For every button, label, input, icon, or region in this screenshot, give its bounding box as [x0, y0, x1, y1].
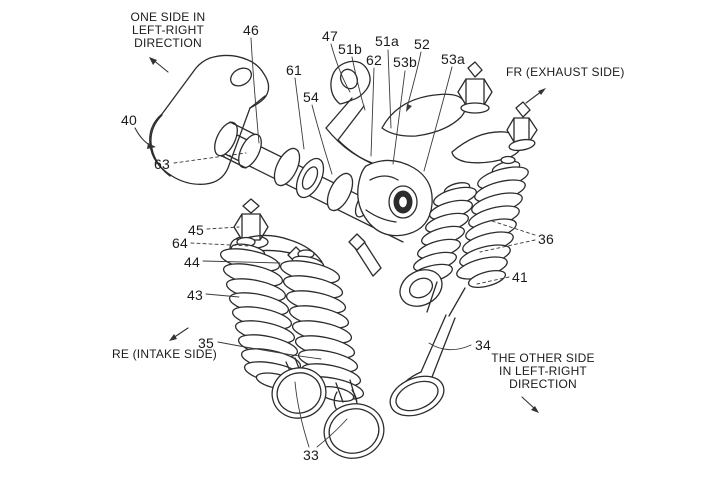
label-line: RE (INTAKE SIDE)	[112, 347, 217, 361]
leader-lines	[173, 37, 536, 448]
ref-number-62: 62	[366, 52, 382, 68]
ref-number-63: 63	[154, 156, 170, 172]
label-other-side-direction: THE OTHER SIDE IN LEFT-RIGHT DIRECTION	[473, 352, 613, 391]
ref-number-46: 46	[243, 22, 259, 38]
ref-number-54: 54	[303, 89, 319, 105]
intake-valve-rear	[323, 379, 385, 459]
ref-number-41: 41	[512, 269, 528, 285]
ref-number-34: 34	[475, 337, 491, 353]
ref-number-40: 40	[121, 112, 137, 128]
ref-number-47: 47	[322, 28, 338, 44]
ref-number-53b: 53b	[393, 54, 417, 70]
ref-number-36: 36	[538, 231, 554, 247]
label-line: IN LEFT-RIGHT	[499, 364, 587, 378]
ref-number-51b: 51b	[338, 41, 362, 57]
label-one-side-direction: ONE SIDE IN LEFT-RIGHT DIRECTION	[103, 11, 233, 50]
label-intake-side: RE (INTAKE SIDE)	[112, 348, 217, 361]
exhaust-rocker-arm-front	[381, 61, 493, 137]
ref-number-53a: 53a	[441, 51, 465, 67]
exhaust-rocker-arm-rear	[451, 101, 538, 164]
label-line: DIRECTION	[509, 377, 577, 391]
ref-number-64: 64	[172, 235, 188, 251]
exhaust-valve-spring-rear	[456, 155, 529, 289]
ref-number-52: 52	[414, 36, 430, 52]
camshaft	[214, 121, 414, 243]
ref-number-51a: 51a	[375, 33, 399, 49]
camshaft-holder	[357, 159, 433, 237]
label-line: ONE SIDE IN	[130, 10, 206, 24]
ref-number-45: 45	[188, 222, 204, 238]
label-line: FR (EXHAUST SIDE)	[506, 65, 625, 79]
ref-number-44: 44	[184, 254, 200, 270]
label-line: THE OTHER SIDE	[491, 351, 595, 365]
label-line: DIRECTION	[134, 36, 202, 50]
ref-number-33: 33	[303, 447, 319, 463]
intake-valve-spring-rear	[279, 249, 365, 403]
exhaust-valve-spring-front	[399, 182, 478, 307]
exhaust-valve	[389, 281, 466, 417]
ref-number-35: 35	[198, 335, 214, 351]
intake-valve-front	[271, 357, 327, 419]
center-stud-rear	[348, 233, 382, 277]
intake-valve-spring-front	[219, 236, 305, 390]
cam-flange	[149, 54, 270, 185]
label-line: LEFT-RIGHT	[131, 23, 204, 37]
label-exhaust-side: FR (EXHAUST SIDE)	[506, 66, 625, 79]
direction-arrows	[134, 57, 546, 413]
ref-number-43: 43	[187, 287, 203, 303]
finger-follower-ear	[330, 60, 371, 105]
ref-number-61: 61	[286, 62, 302, 78]
rocker-shaft-bar	[325, 97, 385, 169]
